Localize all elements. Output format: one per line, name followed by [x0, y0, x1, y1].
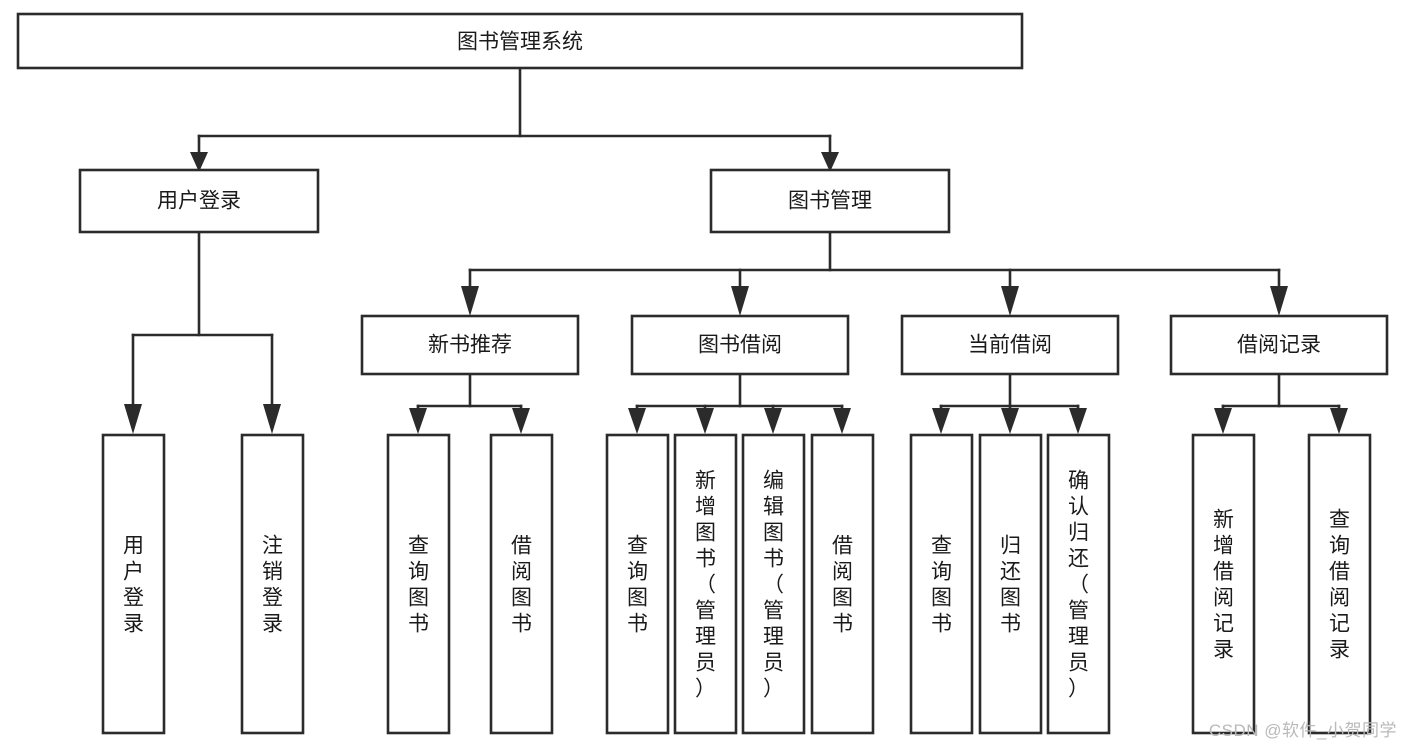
- node-leaf-add-book-admin[interactable]: [673, 433, 738, 735]
- leaf-user-login-box[interactable]: [101, 433, 166, 735]
- current-borrow-box[interactable]: [900, 314, 1120, 376]
- node-leaf-confirm-return-admin[interactable]: [1046, 433, 1111, 735]
- leaf-query-book-3-box[interactable]: [909, 433, 974, 735]
- leaf-add-book-admin-box[interactable]: [673, 433, 738, 735]
- book-borrow-box[interactable]: [630, 314, 850, 376]
- node-user-login[interactable]: 用户登录: [78, 168, 320, 234]
- user-login-box[interactable]: [78, 168, 320, 234]
- node-book-manage[interactable]: 图书管理: [709, 168, 951, 234]
- arrow-to-leaf-query-book-3: [932, 408, 950, 434]
- node-leaf-query-book-3[interactable]: [909, 433, 974, 735]
- node-root[interactable]: 图书管理系统: [16, 12, 1024, 70]
- leaf-query-borrow-record-box[interactable]: [1307, 433, 1372, 735]
- node-leaf-return-book[interactable]: [978, 433, 1043, 735]
- leaf-return-book-label: 归还图书: [1000, 534, 1021, 635]
- node-book-borrow[interactable]: 图书借阅: [630, 314, 850, 376]
- book-manage-label: 图书管理: [788, 190, 872, 213]
- arrow-to-leaf-borrow-book-2: [833, 408, 851, 434]
- node-leaf-borrow-book-2[interactable]: [810, 433, 875, 735]
- arrow-to-leaf-confirm-return-admin: [1069, 408, 1087, 434]
- arrow-to-leaf-user-login: [124, 404, 142, 434]
- root-box[interactable]: [16, 12, 1024, 70]
- leaf-edit-book-admin-box[interactable]: [741, 433, 806, 735]
- node-new-book-recommend[interactable]: 新书推荐: [360, 314, 580, 376]
- arrow-to-leaf-add-borrow-record: [1214, 408, 1232, 434]
- node-leaf-query-borrow-record[interactable]: [1307, 433, 1372, 735]
- node-leaf-add-borrow-record[interactable]: [1191, 433, 1256, 735]
- book-borrow-label: 图书借阅: [698, 334, 782, 357]
- arrow-to-current-borrow: [1001, 286, 1019, 316]
- user-login-label: 用户登录: [157, 190, 241, 213]
- leaf-borrow-book-1-label: 借阅图书: [511, 534, 532, 635]
- leaf-query-book-1-box[interactable]: [386, 433, 451, 735]
- node-leaf-borrow-book-1[interactable]: [489, 433, 554, 735]
- leaf-label-layer: 用户登录 注销登录 查询图书 借阅图书 查询图书 新增图书（管理员） 编辑图书（管理员） 借阅…: [123, 469, 1350, 700]
- leaf-query-book-1-label: 查询图书: [408, 534, 429, 635]
- leaf-user-login-label: 用户登录: [123, 534, 144, 635]
- leaf-return-book-box[interactable]: [978, 433, 1043, 735]
- arrow-to-book-borrow: [731, 286, 749, 316]
- arrow-to-leaf-add-book-admin: [696, 408, 714, 434]
- leaf-borrow-book-1-box[interactable]: [489, 433, 554, 735]
- node-current-borrow[interactable]: 当前借阅: [900, 314, 1120, 376]
- root-label: 图书管理系统: [457, 31, 583, 54]
- arrow-to-leaf-borrow-book-1: [512, 408, 530, 434]
- book-manage-box[interactable]: [709, 168, 951, 234]
- borrow-record-label: 借阅记录: [1237, 334, 1321, 357]
- connector-layer: [124, 66, 1348, 434]
- arrow-to-leaf-return-book: [1001, 408, 1019, 434]
- leaf-query-book-3-label: 查询图书: [931, 534, 952, 635]
- leaf-confirm-return-admin-label: 确认归还（管理员）: [1068, 469, 1089, 700]
- arrow-to-new-book-recommend: [461, 286, 479, 316]
- current-borrow-label: 当前借阅: [968, 334, 1052, 357]
- node-leaf-logout-login[interactable]: [240, 433, 305, 735]
- node-leaf-query-book-1[interactable]: [386, 433, 451, 735]
- arrow-to-user-login: [190, 152, 208, 172]
- leaf-add-book-admin-label: 新增图书（管理员）: [695, 469, 716, 700]
- arrow-to-book-manage: [821, 152, 839, 172]
- arrow-to-leaf-edit-book-admin: [764, 408, 782, 434]
- leaf-add-borrow-record-label: 新增借阅记录: [1213, 508, 1234, 661]
- leaf-borrow-book-2-label: 借阅图书: [832, 534, 853, 635]
- leaf-add-borrow-record-box[interactable]: [1191, 433, 1256, 735]
- leaf-query-book-2-label: 查询图书: [627, 534, 648, 635]
- leaf-logout-login-box[interactable]: [240, 433, 305, 735]
- node-leaf-user-login[interactable]: [101, 433, 166, 735]
- leaf-edit-book-admin-label: 编辑图书（管理员）: [763, 469, 784, 700]
- node-leaf-query-book-2[interactable]: [605, 433, 670, 735]
- node-borrow-record[interactable]: 借阅记录: [1169, 314, 1389, 376]
- arrow-to-borrow-record: [1270, 286, 1288, 316]
- leaf-logout-login-label: 注销登录: [262, 534, 283, 635]
- arrow-to-leaf-query-book-2: [628, 408, 646, 434]
- arrow-to-leaf-logout-login: [263, 404, 281, 434]
- new-book-recommend-box[interactable]: [360, 314, 580, 376]
- node-leaf-edit-book-admin[interactable]: [741, 433, 806, 735]
- borrow-record-box[interactable]: [1169, 314, 1389, 376]
- leaf-borrow-book-2-box[interactable]: [810, 433, 875, 735]
- leaf-query-book-2-box[interactable]: [605, 433, 670, 735]
- new-book-recommend-label: 新书推荐: [428, 334, 512, 357]
- leaf-confirm-return-admin-box[interactable]: [1046, 433, 1111, 735]
- arrow-to-leaf-query-book-1: [409, 408, 427, 434]
- leaf-query-borrow-record-label: 查询借阅记录: [1329, 508, 1350, 661]
- arrow-to-leaf-query-borrow-record: [1330, 408, 1348, 434]
